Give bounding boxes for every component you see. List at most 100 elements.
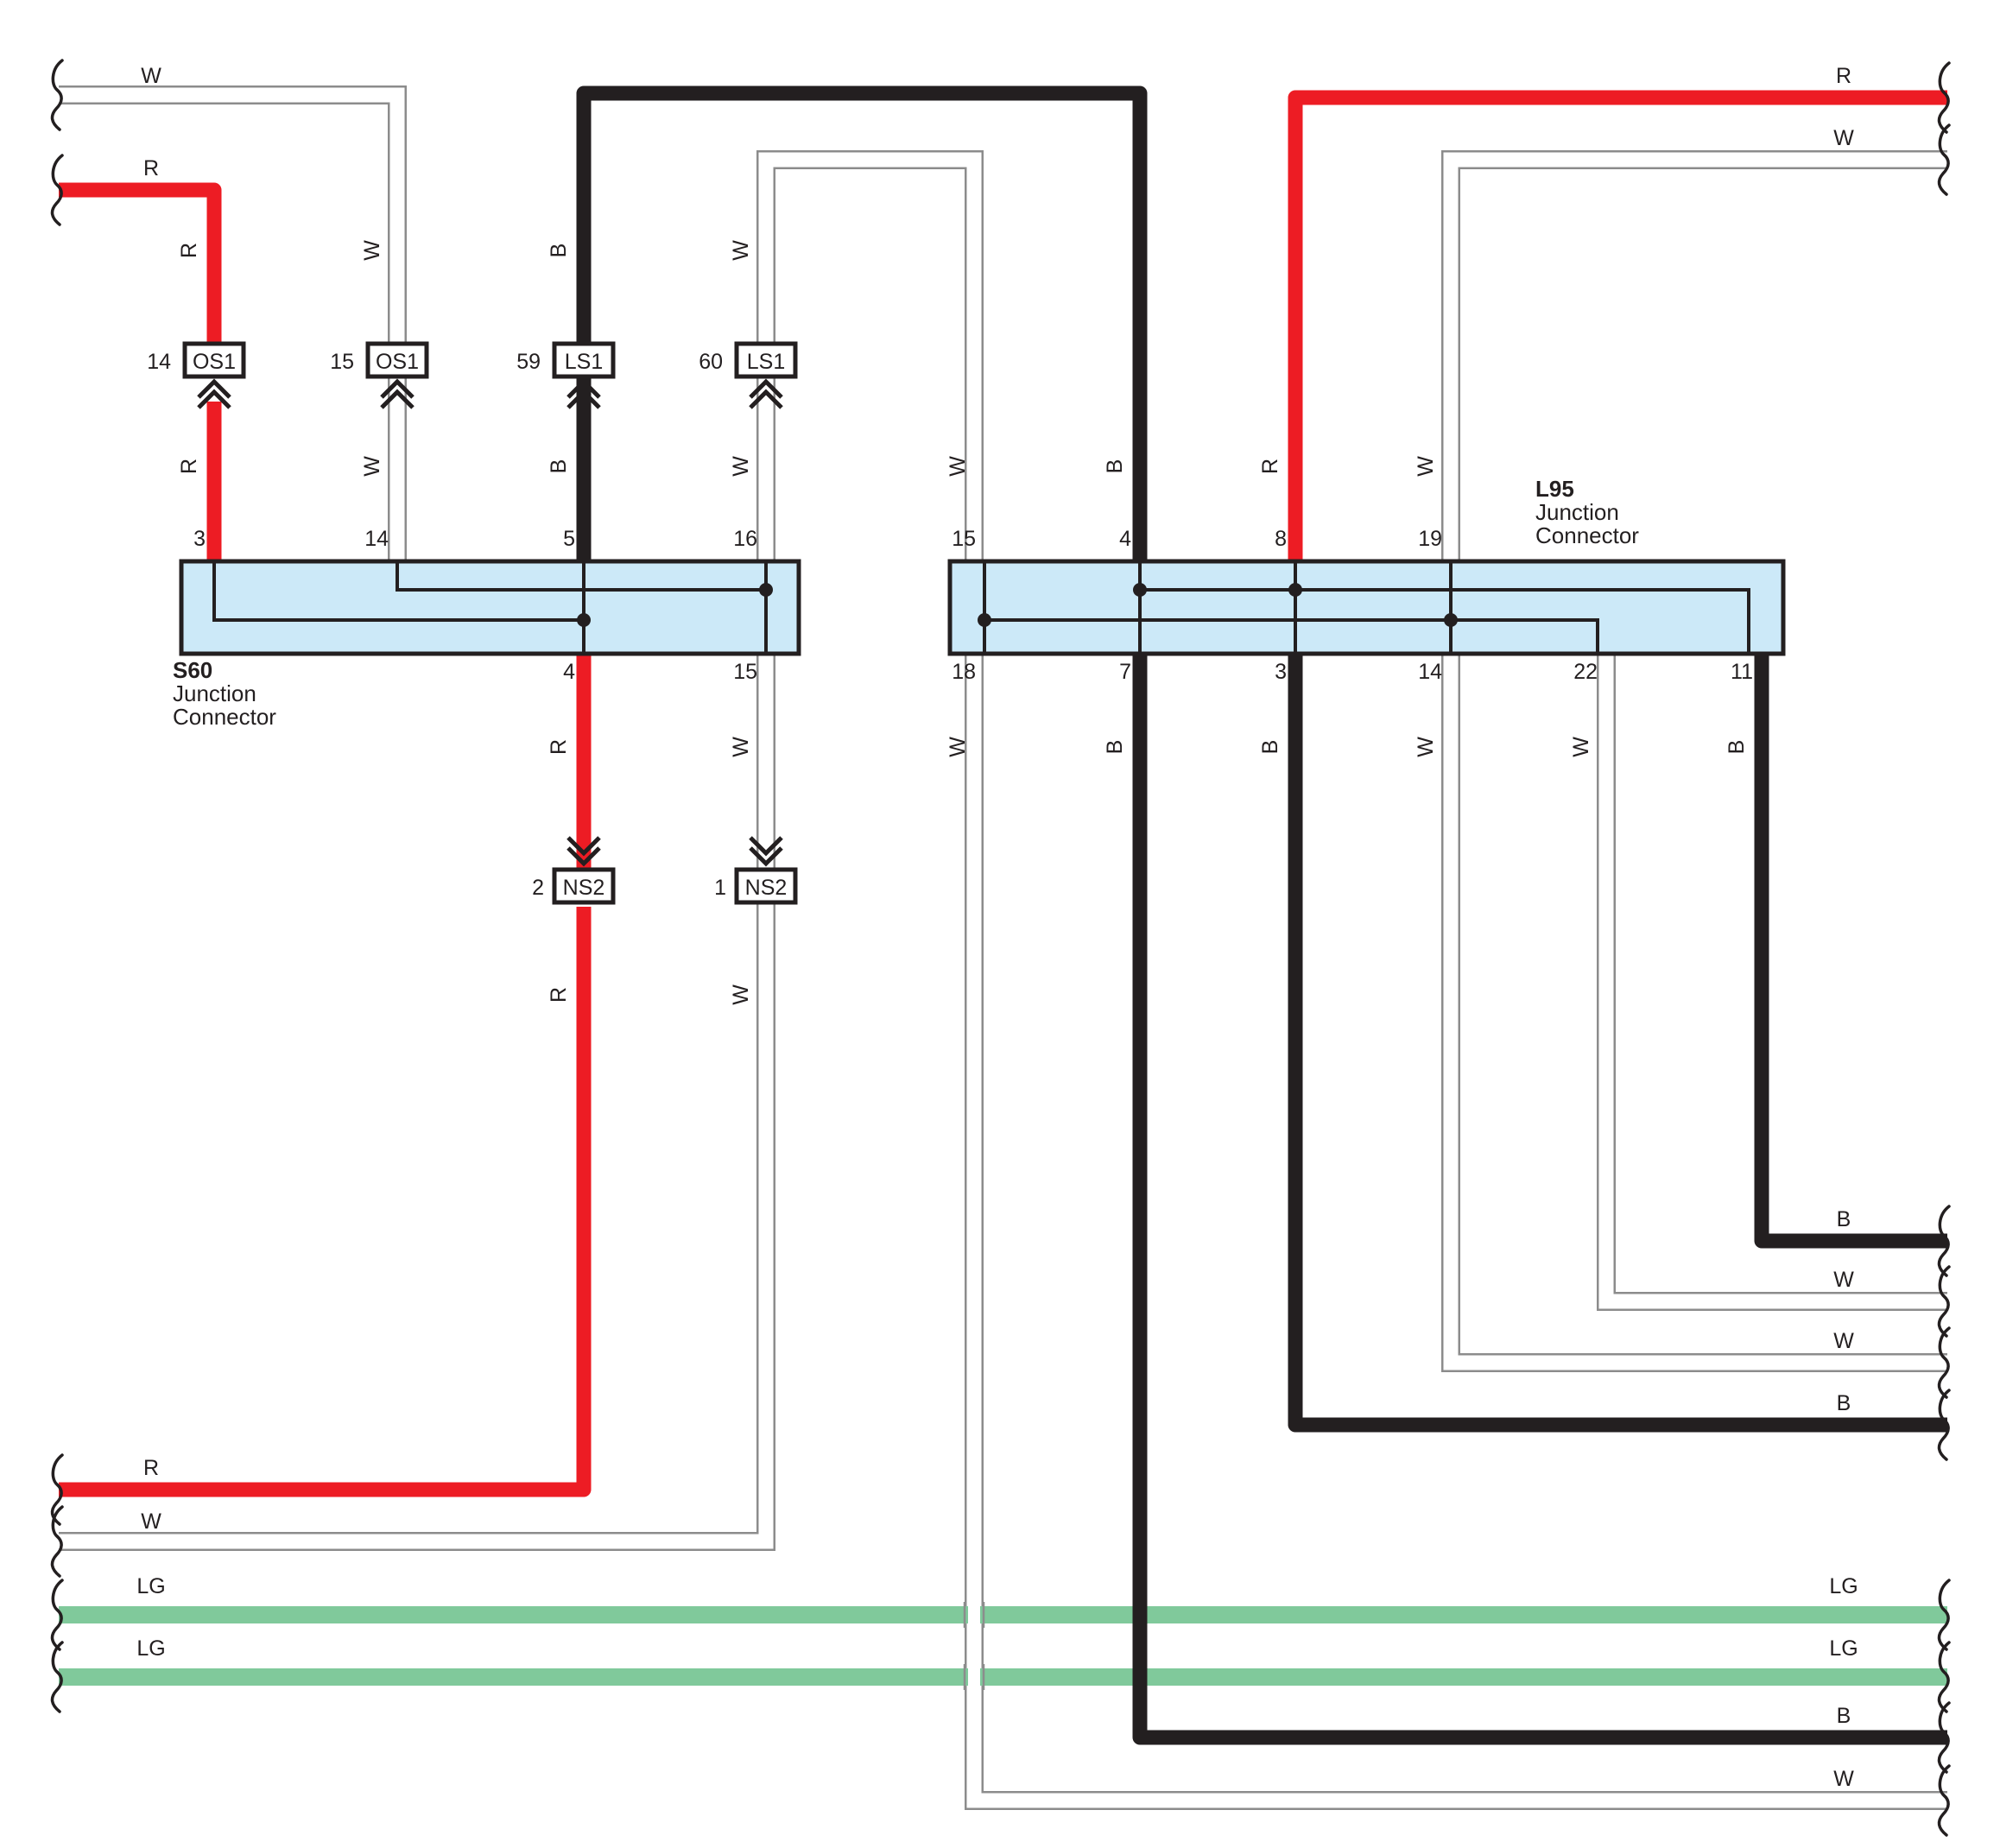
break-mark-left-lg-1 (50, 1579, 64, 1651)
white-wire-l95-22 (1597, 652, 1947, 1311)
white-wire-s60-16-to-l95-15 (756, 150, 984, 864)
break-mark-left-w-bottom (50, 1505, 64, 1578)
s60-pin-top-1: 3 (193, 527, 206, 551)
inline-connector-name: LS1 (565, 350, 603, 374)
junction-connector-s60: 3 14 5 16 4 15 S60 Junction Connector (173, 527, 801, 730)
wire-label: W (946, 456, 970, 477)
l95-pin-bottom-4: 14 (1418, 660, 1442, 684)
wire-label: R (177, 459, 201, 474)
wire-label: W (946, 737, 970, 757)
white-wires (59, 85, 1947, 1810)
wire-label: R (547, 739, 571, 755)
inline-connector-pin: 2 (532, 876, 544, 900)
inline-connector-os1-14: OS1 14 (147, 341, 246, 409)
lg-wire-upper (59, 1606, 1947, 1623)
wire-label: B (547, 244, 571, 258)
wire-label: W (1833, 1268, 1854, 1292)
black-wire-l95-3 (1288, 652, 1947, 1433)
wire-label: B (547, 459, 571, 474)
l95-pin-top-1: 15 (952, 527, 976, 551)
l95-pin-bottom-1: 18 (952, 660, 976, 684)
wire-label: LG (136, 1574, 165, 1598)
break-mark-left-r-top (50, 154, 64, 226)
wire-break-marks (50, 59, 1951, 1837)
s60-pin-top-2: 14 (364, 527, 389, 551)
s60-pin-top-3: 5 (563, 527, 575, 551)
s60-label-line2: Connector (173, 704, 276, 730)
inline-connector-name: OS1 (193, 350, 236, 374)
black-wires (576, 85, 1947, 1745)
wire-label: R (1836, 64, 1851, 88)
junction-connector-l95: 15 4 8 19 18 7 3 14 22 11 L95 Junction C… (947, 476, 1786, 684)
wire-label: B (1103, 740, 1127, 755)
red-wires (59, 90, 1947, 1497)
wire-label: W (1414, 456, 1438, 477)
black-wire-l95-11 (1754, 652, 1947, 1249)
s60-pin-top-4: 16 (733, 527, 757, 551)
vertical-wire-labels: R W B W R W B W W B R W R W W B B W W B … (177, 240, 1749, 1005)
wire-label: W (141, 64, 161, 88)
inline-connector-ls1-60: LS1 60 (699, 341, 798, 409)
white-wire-l95-18 (965, 652, 1947, 1810)
red-wire-os1-14 (59, 182, 222, 345)
red-wire-ns2-2 (59, 907, 592, 1497)
inline-connector-pin: 59 (516, 350, 541, 374)
inline-connector-os1-15: OS1 15 (330, 341, 429, 409)
wire-label: R (547, 987, 571, 1003)
lg-wire-lower (59, 1668, 1947, 1686)
l95-label-line2: Connector (1535, 522, 1639, 548)
inline-connector-name: NS2 (745, 876, 788, 900)
wire-label: W (1833, 1767, 1854, 1791)
wire-label: B (1837, 1207, 1851, 1231)
inline-connector-ns2-2: NS2 2 (532, 836, 616, 905)
inline-connector-name: OS1 (376, 350, 419, 374)
wire-label: W (360, 240, 384, 261)
wire-label: B (1837, 1704, 1851, 1728)
inline-connector-ls1-59: LS1 59 (516, 341, 616, 409)
inline-connector-name: NS2 (563, 876, 605, 900)
l95-pin-top-4: 19 (1418, 527, 1442, 551)
inline-connector-pin: 14 (147, 350, 171, 374)
wire-label: R (177, 243, 201, 258)
wire-label: W (1833, 126, 1854, 150)
wire-label: W (729, 737, 753, 757)
white-wire-l95-14 (1441, 652, 1947, 1372)
white-wire-l95-19 (1441, 150, 1947, 563)
wire-label: LG (1829, 1574, 1858, 1598)
inline-connector-name: LS1 (747, 350, 785, 374)
horizontal-wire-labels: W R R W LG LG R W B W W B LG LG B W (136, 64, 1858, 1791)
white-wire-s60-15 (59, 652, 775, 1551)
wire-label: B (1725, 740, 1749, 755)
white-wire-s60-14 (59, 85, 407, 563)
light-green-wires (59, 1602, 1947, 1690)
wire-label: LG (1829, 1636, 1858, 1661)
l95-pin-bottom-5: 22 (1573, 660, 1598, 684)
break-mark-left-w-top (50, 59, 64, 131)
wire-label: W (141, 1509, 161, 1534)
wire-label: W (1414, 737, 1438, 757)
black-wire-l95-7 (1132, 652, 1947, 1745)
inline-connector-ns2-1: NS2 1 (714, 836, 798, 905)
wire-label: B (1258, 740, 1282, 755)
wire-label: W (729, 240, 753, 261)
s60-label-line1: Junction (173, 680, 256, 706)
wire-label: W (729, 456, 753, 477)
black-wire-s60-5-to-l95-4 (576, 85, 1148, 563)
s60-pin-bottom-1: 4 (563, 660, 575, 684)
wire-label: LG (136, 1636, 165, 1661)
l95-code: L95 (1535, 476, 1574, 502)
wire-label: W (729, 984, 753, 1005)
s60-code: S60 (173, 657, 212, 683)
l95-pin-bottom-2: 7 (1119, 660, 1131, 684)
l95-pin-top-3: 8 (1275, 527, 1287, 551)
wire-label: W (1833, 1329, 1854, 1353)
wire-label: W (1569, 737, 1593, 757)
inline-connector-pin: 60 (699, 350, 723, 374)
l95-pin-bottom-3: 3 (1275, 660, 1287, 684)
wire-label: R (143, 156, 159, 180)
inline-connector-pin: 15 (330, 350, 354, 374)
l95-label-line1: Junction (1535, 499, 1619, 525)
wire-label: W (360, 456, 384, 477)
wire-label: B (1837, 1391, 1851, 1415)
